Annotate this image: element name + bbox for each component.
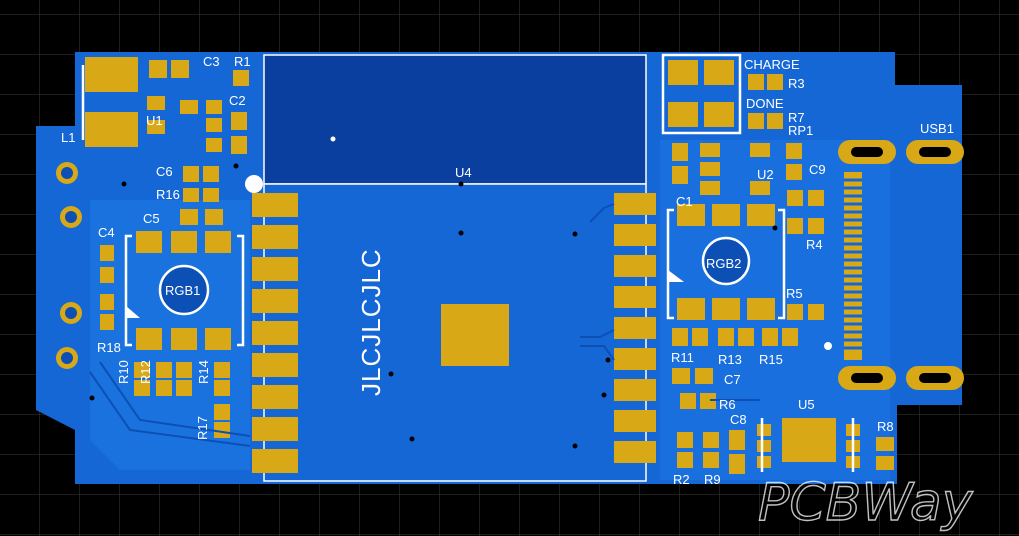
passives-top-left [147, 60, 249, 225]
via [330, 136, 336, 142]
passives-r10-r17 [134, 362, 230, 438]
label-usb1: USB1 [920, 121, 954, 136]
module-u4-top [263, 54, 647, 185]
label-rgb2: RGB2 [706, 256, 741, 271]
vias [89, 163, 832, 449]
label-u1: U1 [146, 113, 163, 128]
copper-pour-left [90, 200, 250, 470]
label-r12: R12 [138, 360, 153, 384]
label-r4: R4 [806, 237, 823, 252]
traces [89, 203, 760, 447]
module-thermal-pad [441, 304, 509, 366]
pcbway-watermark: PCBWay [758, 473, 974, 533]
label-u2: U2 [757, 167, 774, 182]
label-r15: R15 [759, 352, 783, 367]
label-r3: R3 [788, 76, 805, 91]
label-rp1: RP1 [788, 123, 813, 138]
inductor-l1 [81, 57, 138, 147]
status-leds [661, 53, 783, 135]
label-r2: R2 [673, 472, 690, 487]
label-c1: C1 [676, 194, 693, 209]
usb1-connector [838, 140, 964, 390]
label-r6: R6 [719, 397, 736, 412]
passives-r11-r15 [672, 328, 798, 409]
pin1-marker [245, 175, 263, 193]
label-c7: C7 [724, 372, 741, 387]
module-pads-left [252, 193, 298, 473]
rgb2-led [666, 204, 786, 320]
label-c9: C9 [809, 162, 826, 177]
u5-chip [677, 418, 894, 474]
label-r14: R14 [196, 360, 211, 384]
label-r9: R9 [704, 472, 721, 487]
label-r17: R17 [195, 416, 210, 440]
label-rgb1: RGB1 [165, 283, 200, 298]
label-c5: C5 [143, 211, 160, 226]
label-r11: R11 [671, 350, 694, 365]
label-u4: U4 [455, 165, 472, 180]
silkscreen-labels: L1 U1 C3 R1 C2 C6 R16 C5 C4 RGB1 R18 R10… [61, 54, 954, 487]
label-c6: C6 [156, 164, 173, 179]
mounting-holes-left [56, 162, 82, 369]
label-r7: R7 [788, 110, 805, 125]
module-marking: JLCJLCJLC [356, 248, 386, 396]
label-done: DONE [746, 96, 784, 111]
label-c2: C2 [229, 93, 246, 108]
label-c3: C3 [203, 54, 220, 69]
label-r10: R10 [116, 360, 131, 384]
u2-chip [672, 143, 824, 320]
rgb1-led [124, 231, 245, 350]
label-l1: L1 [61, 130, 75, 145]
label-r8: R8 [877, 419, 894, 434]
label-r1: R1 [234, 54, 251, 69]
label-r5: R5 [786, 286, 803, 301]
label-c4: C4 [98, 225, 115, 240]
label-charge: CHARGE [744, 57, 800, 72]
passives-c4-r18 [100, 245, 114, 330]
module-pads-right [614, 193, 656, 463]
label-c8: C8 [730, 412, 747, 427]
label-r18: R18 [97, 340, 121, 355]
label-u5: U5 [798, 397, 815, 412]
label-r13: R13 [718, 352, 742, 367]
label-r16: R16 [156, 187, 180, 202]
